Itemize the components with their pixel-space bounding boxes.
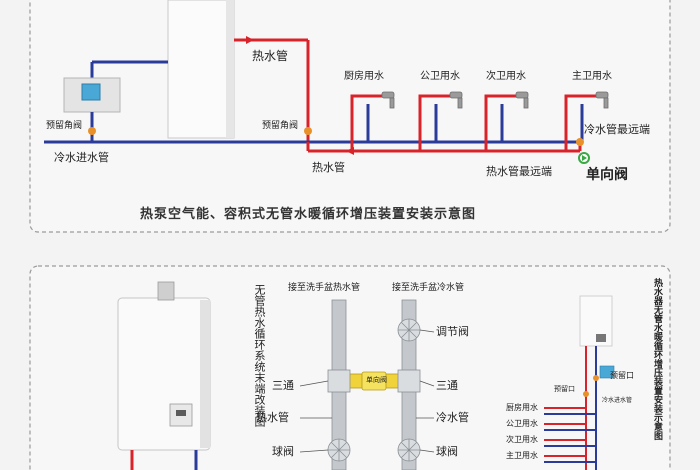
check-valve-small-body	[361, 371, 387, 391]
mini-controller	[599, 365, 615, 379]
ball-valve-right-icon	[397, 438, 421, 462]
label-hot-pipe-top: 热水管	[252, 49, 289, 63]
label-faucet-public: 公卫用水	[420, 71, 460, 82]
heater-display	[176, 410, 186, 416]
mini-reserve-node-mid	[593, 375, 599, 381]
mini-reserve-node-top	[583, 391, 589, 397]
label-right-faucet-public: 公卫用水	[506, 419, 538, 428]
label-right-faucet-kitchen: 厨房用水	[506, 403, 538, 412]
label-faucet-master: 主卫用水	[572, 71, 612, 82]
water-heater-shade	[200, 300, 210, 448]
label-faucet-secondary: 次卫用水	[486, 71, 526, 82]
heater-flue	[157, 281, 175, 301]
label-hot-far-end: 热水管最远端	[486, 165, 552, 178]
hot-arrow-top	[246, 36, 254, 44]
label-right-faucet-secondary: 次卫用水	[506, 435, 538, 444]
label-hot-pipe-bottom: 热水管	[312, 161, 345, 174]
reserve-valve-node-mid	[304, 127, 312, 135]
vertical-title-right: 热水器无管水暖循环增压装置安装示意图	[652, 278, 662, 440]
label-check-valve-small: 单向阀	[366, 376, 387, 384]
label-to-sink-hot: 接至洗手盆热水管	[288, 283, 361, 293]
water-heater	[117, 297, 211, 451]
faucet-risers	[350, 94, 598, 151]
label-right-faucet-master: 主卫用水	[506, 451, 538, 460]
label-reserve-valve-mid: 预留角阀	[262, 121, 299, 131]
ball-valve-left-icon	[327, 438, 351, 462]
cold-far-end-node	[576, 138, 584, 146]
reserve-valve-node-left	[88, 127, 96, 135]
label-ball-valve-right: 球阀	[436, 445, 458, 458]
label-faucet-kitchen: 厨房用水	[344, 71, 384, 82]
label-cold-inlet: 冷水进水管	[54, 151, 109, 164]
label-ball-valve-left: 球阀	[272, 445, 294, 458]
label-check-valve: 单向阀	[586, 167, 628, 183]
water-tank	[167, 0, 235, 139]
label-tee-right: 三通	[436, 379, 458, 392]
label-to-sink-cold: 接至洗手盆冷水管	[392, 283, 465, 293]
label-hot-pipe: 热水管	[256, 411, 289, 424]
vertical-title-left: 无管热水循环系统末端改装图	[253, 284, 266, 427]
label-cold-pipe: 冷水管	[436, 411, 469, 424]
mini-heater-panel	[596, 334, 606, 342]
tee-right-block	[397, 369, 421, 393]
label-cold-far-end: 冷水管最远端	[584, 123, 650, 136]
label-adjust-valve: 调节阀	[436, 325, 469, 338]
check-valve-arrow	[582, 155, 587, 161]
mini-pipes	[544, 346, 597, 470]
faucet-heads	[381, 91, 609, 109]
water-tank-shade	[226, 0, 234, 138]
controller-screen	[81, 83, 101, 101]
label-right-reserve-mid: 预留口	[610, 371, 634, 380]
leader-lines	[299, 329, 435, 453]
label-reserve-valve-left: 预留角阀	[46, 121, 83, 131]
label-tee-left: 三通	[272, 379, 294, 392]
adjust-valve-icon	[397, 318, 421, 342]
top-caption: 热泵空气能、容积式无管水暖循环增压装置安装示意图	[140, 207, 477, 222]
label-right-reserve-top: 预留口	[554, 385, 575, 393]
top-frame	[29, 0, 671, 233]
label-right-cold-inlet: 冷水进水管	[602, 397, 633, 404]
tee-left-block	[327, 369, 351, 393]
